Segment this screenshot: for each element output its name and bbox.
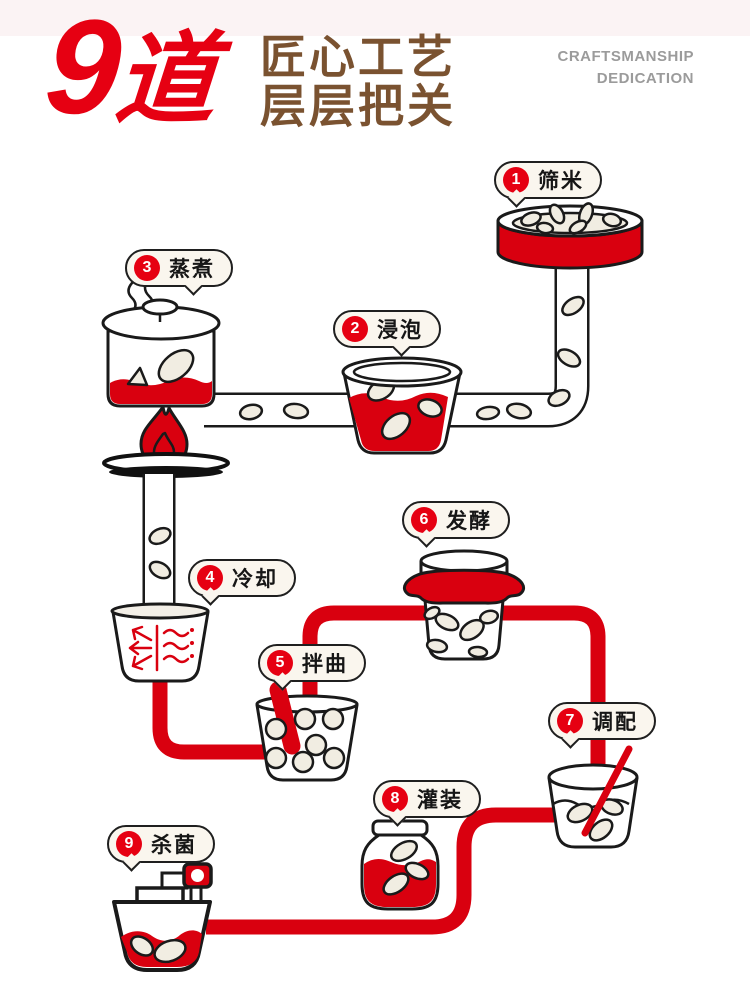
rice-grains-in-cup — [566, 798, 624, 842]
step-number-badge: 5 — [267, 650, 293, 676]
rice-sieve-icon — [496, 202, 644, 270]
step-bubble-fill: 8 灌装 — [373, 780, 481, 818]
step-bubble-blend: 7 调配 — [548, 702, 656, 740]
snowflake-cool-symbol — [128, 624, 190, 672]
step-label: 发酵 — [446, 510, 492, 533]
step-number-badge: 4 — [197, 565, 223, 591]
red-cloth-cover — [403, 568, 525, 605]
step-bubble-sift-rice: 1 筛米 — [494, 161, 602, 199]
step-bubble-mix-yeast: 5 拌曲 — [258, 644, 366, 682]
step-label: 拌曲 — [302, 653, 348, 676]
fermentation-jar-icon — [403, 549, 525, 661]
step-number-badge: 1 — [503, 167, 529, 193]
yeast-balls — [264, 707, 346, 774]
step-number-badge: 2 — [342, 316, 368, 342]
step-number-badge: 3 — [134, 255, 160, 281]
cooling-tank-snowflake-icon — [110, 602, 210, 683]
step-bubble-cool: 4 冷却 — [188, 559, 296, 597]
rice-grains-in-pipe — [238, 295, 585, 421]
step-label: 筛米 — [538, 170, 584, 193]
tagline-line-2: DEDICATION — [596, 69, 694, 87]
stir-rod — [581, 745, 633, 837]
step-bubble-ferment: 6 发酵 — [402, 501, 510, 539]
title-line-1: 匠心工艺 — [260, 31, 456, 83]
white-pipe-pot-to-cooler — [142, 474, 176, 612]
rice-grains-on-sieve — [520, 202, 623, 235]
burner-stand — [102, 452, 230, 478]
step-label: 蒸煮 — [169, 258, 215, 281]
stir-stick — [269, 681, 301, 755]
step-label: 调配 — [592, 711, 638, 734]
step-number-badge: 7 — [557, 708, 583, 734]
step-number-badge: 8 — [382, 786, 408, 812]
step-label: 灌装 — [417, 789, 463, 812]
english-tagline: CRAFTSMANSHIP DEDICATION — [558, 46, 695, 90]
white-pipe-sieve-to-pot — [204, 252, 590, 428]
sterilizing-machine-icon — [112, 862, 213, 972]
top-strip — [0, 0, 750, 36]
step-number-badge: 6 — [411, 507, 437, 533]
red-pipe-blending-to-sterilizer — [206, 807, 556, 935]
step-label: 浸泡 — [377, 319, 423, 342]
steaming-pot-flame-icon — [101, 277, 230, 478]
rice-grains-in-bottle — [382, 839, 430, 896]
step-bubble-sterilize: 9 杀菌 — [107, 825, 215, 863]
step-bubble-soak: 2 浸泡 — [333, 310, 441, 348]
title-line-2: 层层把关 — [260, 80, 456, 133]
rice-grains-in-jar — [423, 605, 500, 659]
step-number-badge: 9 — [116, 831, 142, 857]
step-bubble-steam: 3 蒸煮 — [125, 249, 233, 287]
main-title: 匠心工艺层层把关 — [260, 31, 456, 133]
step-label: 冷却 — [232, 568, 278, 591]
step-label: 杀菌 — [151, 834, 197, 857]
tagline-line-1: CRAFTSMANSHIP — [557, 48, 694, 65]
rice-grains-in-machine — [129, 935, 187, 964]
yeast-mixing-cup-icon — [255, 681, 359, 782]
red-pipe-cooler-to-mixing — [152, 680, 300, 760]
soaking-bowl-icon — [341, 356, 463, 455]
blending-cup-icon — [547, 745, 639, 849]
filling-bottle-icon — [360, 819, 440, 911]
